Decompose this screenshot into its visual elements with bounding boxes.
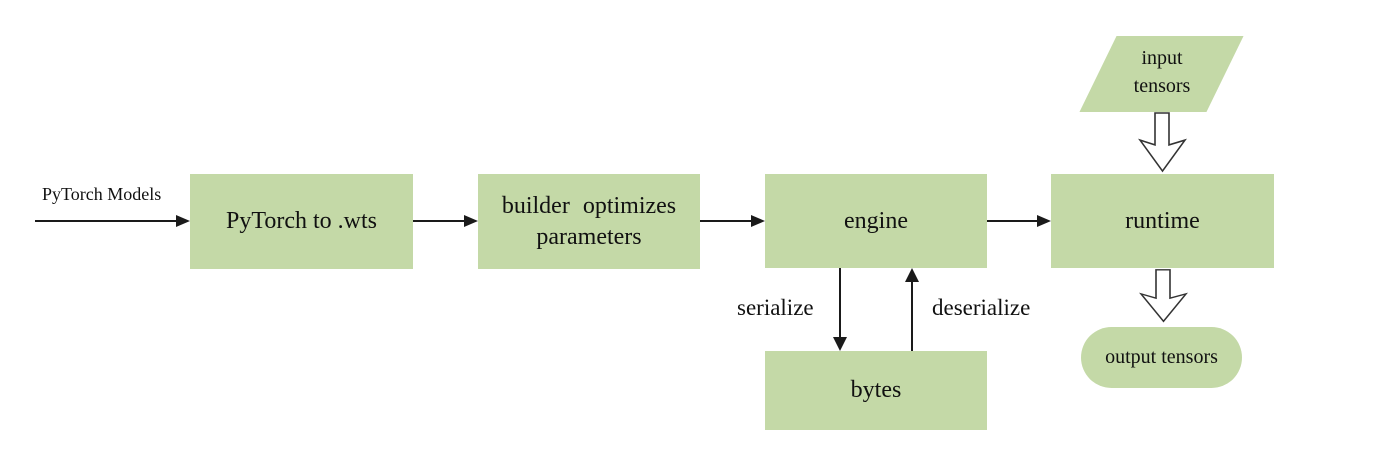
node-builder-optimizes-parameters: builder optimizes parameters <box>478 174 700 269</box>
edge-label-serialize: serialize <box>737 295 814 320</box>
flow-arrowhead-right-icon <box>751 215 765 227</box>
node-input-tensors-label-line1: input <box>1141 47 1183 69</box>
node-input-tensors-label-line2: tensors <box>1133 75 1191 97</box>
node-engine: engine <box>765 174 987 268</box>
node-builder-label-line1: builder optimizes <box>501 192 677 219</box>
node-bytes: bytes <box>765 351 987 430</box>
node-output-tensors-label: output tensors <box>1105 346 1218 368</box>
edge-label-deserialize: deserialize <box>932 295 1031 320</box>
node-bytes-label: bytes <box>850 377 902 403</box>
flow-arrowhead-right-icon <box>1037 215 1051 227</box>
node-input-tensors: input tensors <box>1102 44 1222 100</box>
node-engine-label: engine <box>844 207 908 234</box>
edge-label-pytorch-models: PyTorch Models <box>42 184 162 204</box>
serialize-arrow-line <box>839 268 841 338</box>
output-flow-block-arrow-icon <box>1139 269 1188 323</box>
deserialize-arrowhead-up-icon <box>905 268 919 282</box>
flow-arrowhead-right-icon <box>176 215 190 227</box>
flow-arrow-line <box>700 220 752 222</box>
node-builder-label-line2: parameters <box>536 223 642 250</box>
node-output-tensors: output tensors <box>1081 327 1242 388</box>
flow-arrow-line <box>413 220 465 222</box>
serialize-arrowhead-down-icon <box>833 337 847 351</box>
flow-arrowhead-right-icon <box>464 215 478 227</box>
node-runtime: runtime <box>1051 174 1274 268</box>
deserialize-arrow-line <box>911 281 913 351</box>
node-pytorch-to-wts-label: PyTorch to .wts <box>226 208 377 234</box>
flow-arrow-line <box>987 220 1038 222</box>
node-runtime-label: runtime <box>1125 207 1200 234</box>
node-pytorch-to-wts: PyTorch to .wts <box>190 174 413 269</box>
input-flow-block-arrow-icon <box>1138 112 1187 173</box>
flow-arrow-line <box>35 220 177 222</box>
